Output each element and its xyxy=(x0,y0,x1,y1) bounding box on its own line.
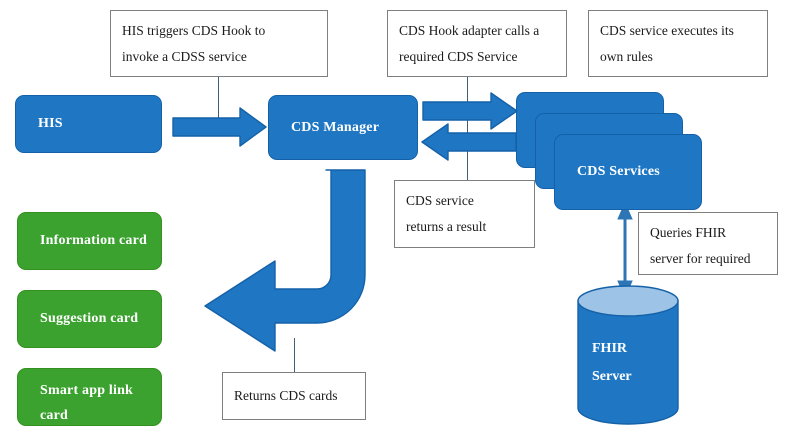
node-cds-services[interactable]: CDS Services xyxy=(554,134,702,210)
node-fhir-server-label-line1: FHIR xyxy=(592,341,627,356)
arrow-manager-to-cards xyxy=(204,169,366,352)
note-cds-service-executes-rules: CDS service executes its own rules xyxy=(588,10,768,77)
note-his-triggers-cds-hook: HIS triggers CDS Hook to invoke a CDSS s… xyxy=(110,10,328,77)
card-suggestion-card[interactable]: Suggestion card xyxy=(17,290,162,348)
node-his-label: HIS xyxy=(38,116,63,131)
note-queries-fhir-server: Queries FHIR server for required xyxy=(638,212,778,275)
leader-line-his-trigger xyxy=(218,77,219,124)
card-suggestion-card-label: Suggestion card xyxy=(40,311,139,326)
arrow-services-to-manager xyxy=(421,123,517,161)
node-cds-manager-label: CDS Manager xyxy=(291,119,380,135)
node-cds-manager[interactable]: CDS Manager xyxy=(268,95,418,160)
node-his[interactable]: HIS xyxy=(15,95,162,153)
node-fhir-server-label-line2: Server xyxy=(592,369,632,384)
note-cds-hook-adapter-calls: CDS Hook adapter calls a required CDS Se… xyxy=(387,10,567,77)
node-fhir-server[interactable] xyxy=(575,283,681,426)
card-smart-app-link-card-label: Smart app link card xyxy=(40,383,134,423)
note-returns-cds-cards: Returns CDS cards xyxy=(222,372,366,420)
note-cds-service-returns-result: CDS service returns a result xyxy=(394,180,535,248)
card-information-card-label: Information card xyxy=(40,233,148,248)
arrow-his-to-manager xyxy=(172,107,267,147)
card-information-card[interactable]: Information card xyxy=(17,212,162,270)
node-cds-services-label: CDS Services xyxy=(577,164,660,179)
arrow-manager-to-services xyxy=(422,92,518,130)
card-smart-app-link-card[interactable]: Smart app link card xyxy=(17,368,162,426)
leader-line-returns-cards xyxy=(294,338,295,374)
leader-line-hook-adapter xyxy=(467,77,468,184)
